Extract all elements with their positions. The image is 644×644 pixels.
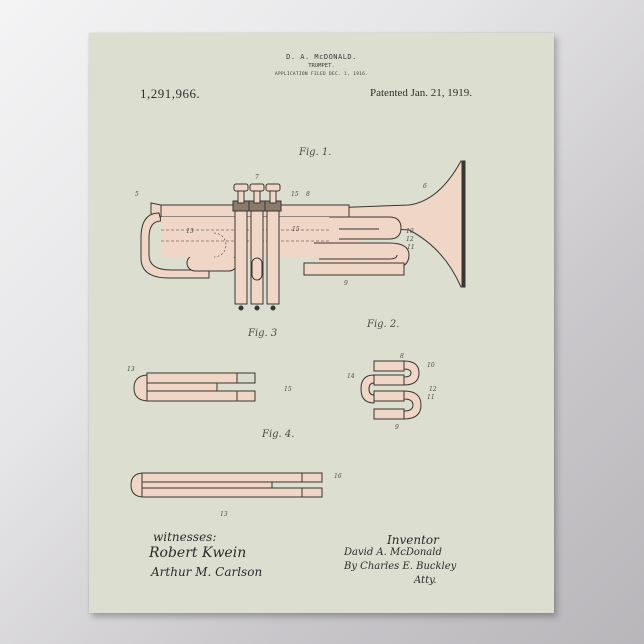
fig4-ref-13: 13 bbox=[220, 511, 228, 518]
ref-10: 10 bbox=[406, 228, 414, 235]
ref-13: 13 bbox=[186, 228, 194, 235]
invention-title: TRUMPET. bbox=[308, 63, 335, 69]
patent-number: 1,291,966. bbox=[140, 86, 201, 101]
patent-poster: D. A. McDONALD. TRUMPET. APPLICATION FIL… bbox=[89, 33, 554, 613]
fig2-ref-9: 9 bbox=[395, 424, 399, 431]
witness-signature-2: Arthur M. Carlson bbox=[151, 565, 263, 579]
fig2-label: Fig. 2. bbox=[367, 319, 400, 330]
patented-date: Patented Jan. 21, 1919. bbox=[370, 87, 473, 99]
inventor-header: D. A. McDONALD. bbox=[286, 53, 357, 61]
attorney-label: Atty. bbox=[414, 575, 437, 586]
fig2-drawing bbox=[360, 360, 422, 420]
fig3-ref-13: 13 bbox=[127, 366, 135, 373]
fig1-label: Fig. 1. bbox=[299, 147, 332, 158]
inventor-signature: David A. McDonald bbox=[344, 547, 442, 558]
application-filed: APPLICATION FILED DEC. 1, 1916. bbox=[274, 72, 369, 77]
fig2-ref-8: 8 bbox=[400, 353, 404, 360]
fig2-ref-14: 14 bbox=[347, 373, 355, 380]
ref-9: 9 bbox=[344, 280, 348, 287]
fig4-label: Fig. 4. bbox=[262, 429, 295, 440]
ref-12: 12 bbox=[406, 236, 414, 243]
fig3-ref-15: 15 bbox=[284, 386, 292, 393]
attorney-signature: By Charles E. Buckley bbox=[344, 561, 457, 572]
fig4-ref-16: 16 bbox=[334, 473, 342, 480]
ref-8: 8 bbox=[306, 191, 310, 198]
fig3-drawing bbox=[133, 372, 256, 402]
fig4-drawing bbox=[130, 472, 323, 498]
inventor-label: Inventor bbox=[387, 533, 439, 547]
patent-drawing: 5 7 15 8 6 13 15 10 12 11 9 13 15 8 10 1… bbox=[127, 160, 466, 518]
witnesses-label: witnesses: bbox=[153, 530, 217, 544]
ref-15b: 15 bbox=[292, 226, 300, 233]
valve-casings bbox=[232, 183, 282, 311]
witness-signature-1: Robert Kwein bbox=[149, 545, 247, 561]
ref-7: 7 bbox=[255, 174, 259, 181]
ref-5: 5 bbox=[135, 191, 139, 198]
ref-11: 11 bbox=[407, 244, 415, 251]
trumpet-figure bbox=[140, 160, 466, 311]
fig2-ref-11: 11 bbox=[427, 394, 435, 401]
ref-15a: 15 bbox=[291, 191, 299, 198]
fig2-ref-10: 10 bbox=[427, 362, 435, 369]
fig3-label: Fig. 3 bbox=[248, 328, 278, 339]
ref-6: 6 bbox=[423, 183, 427, 190]
fig2-ref-12: 12 bbox=[429, 386, 437, 393]
